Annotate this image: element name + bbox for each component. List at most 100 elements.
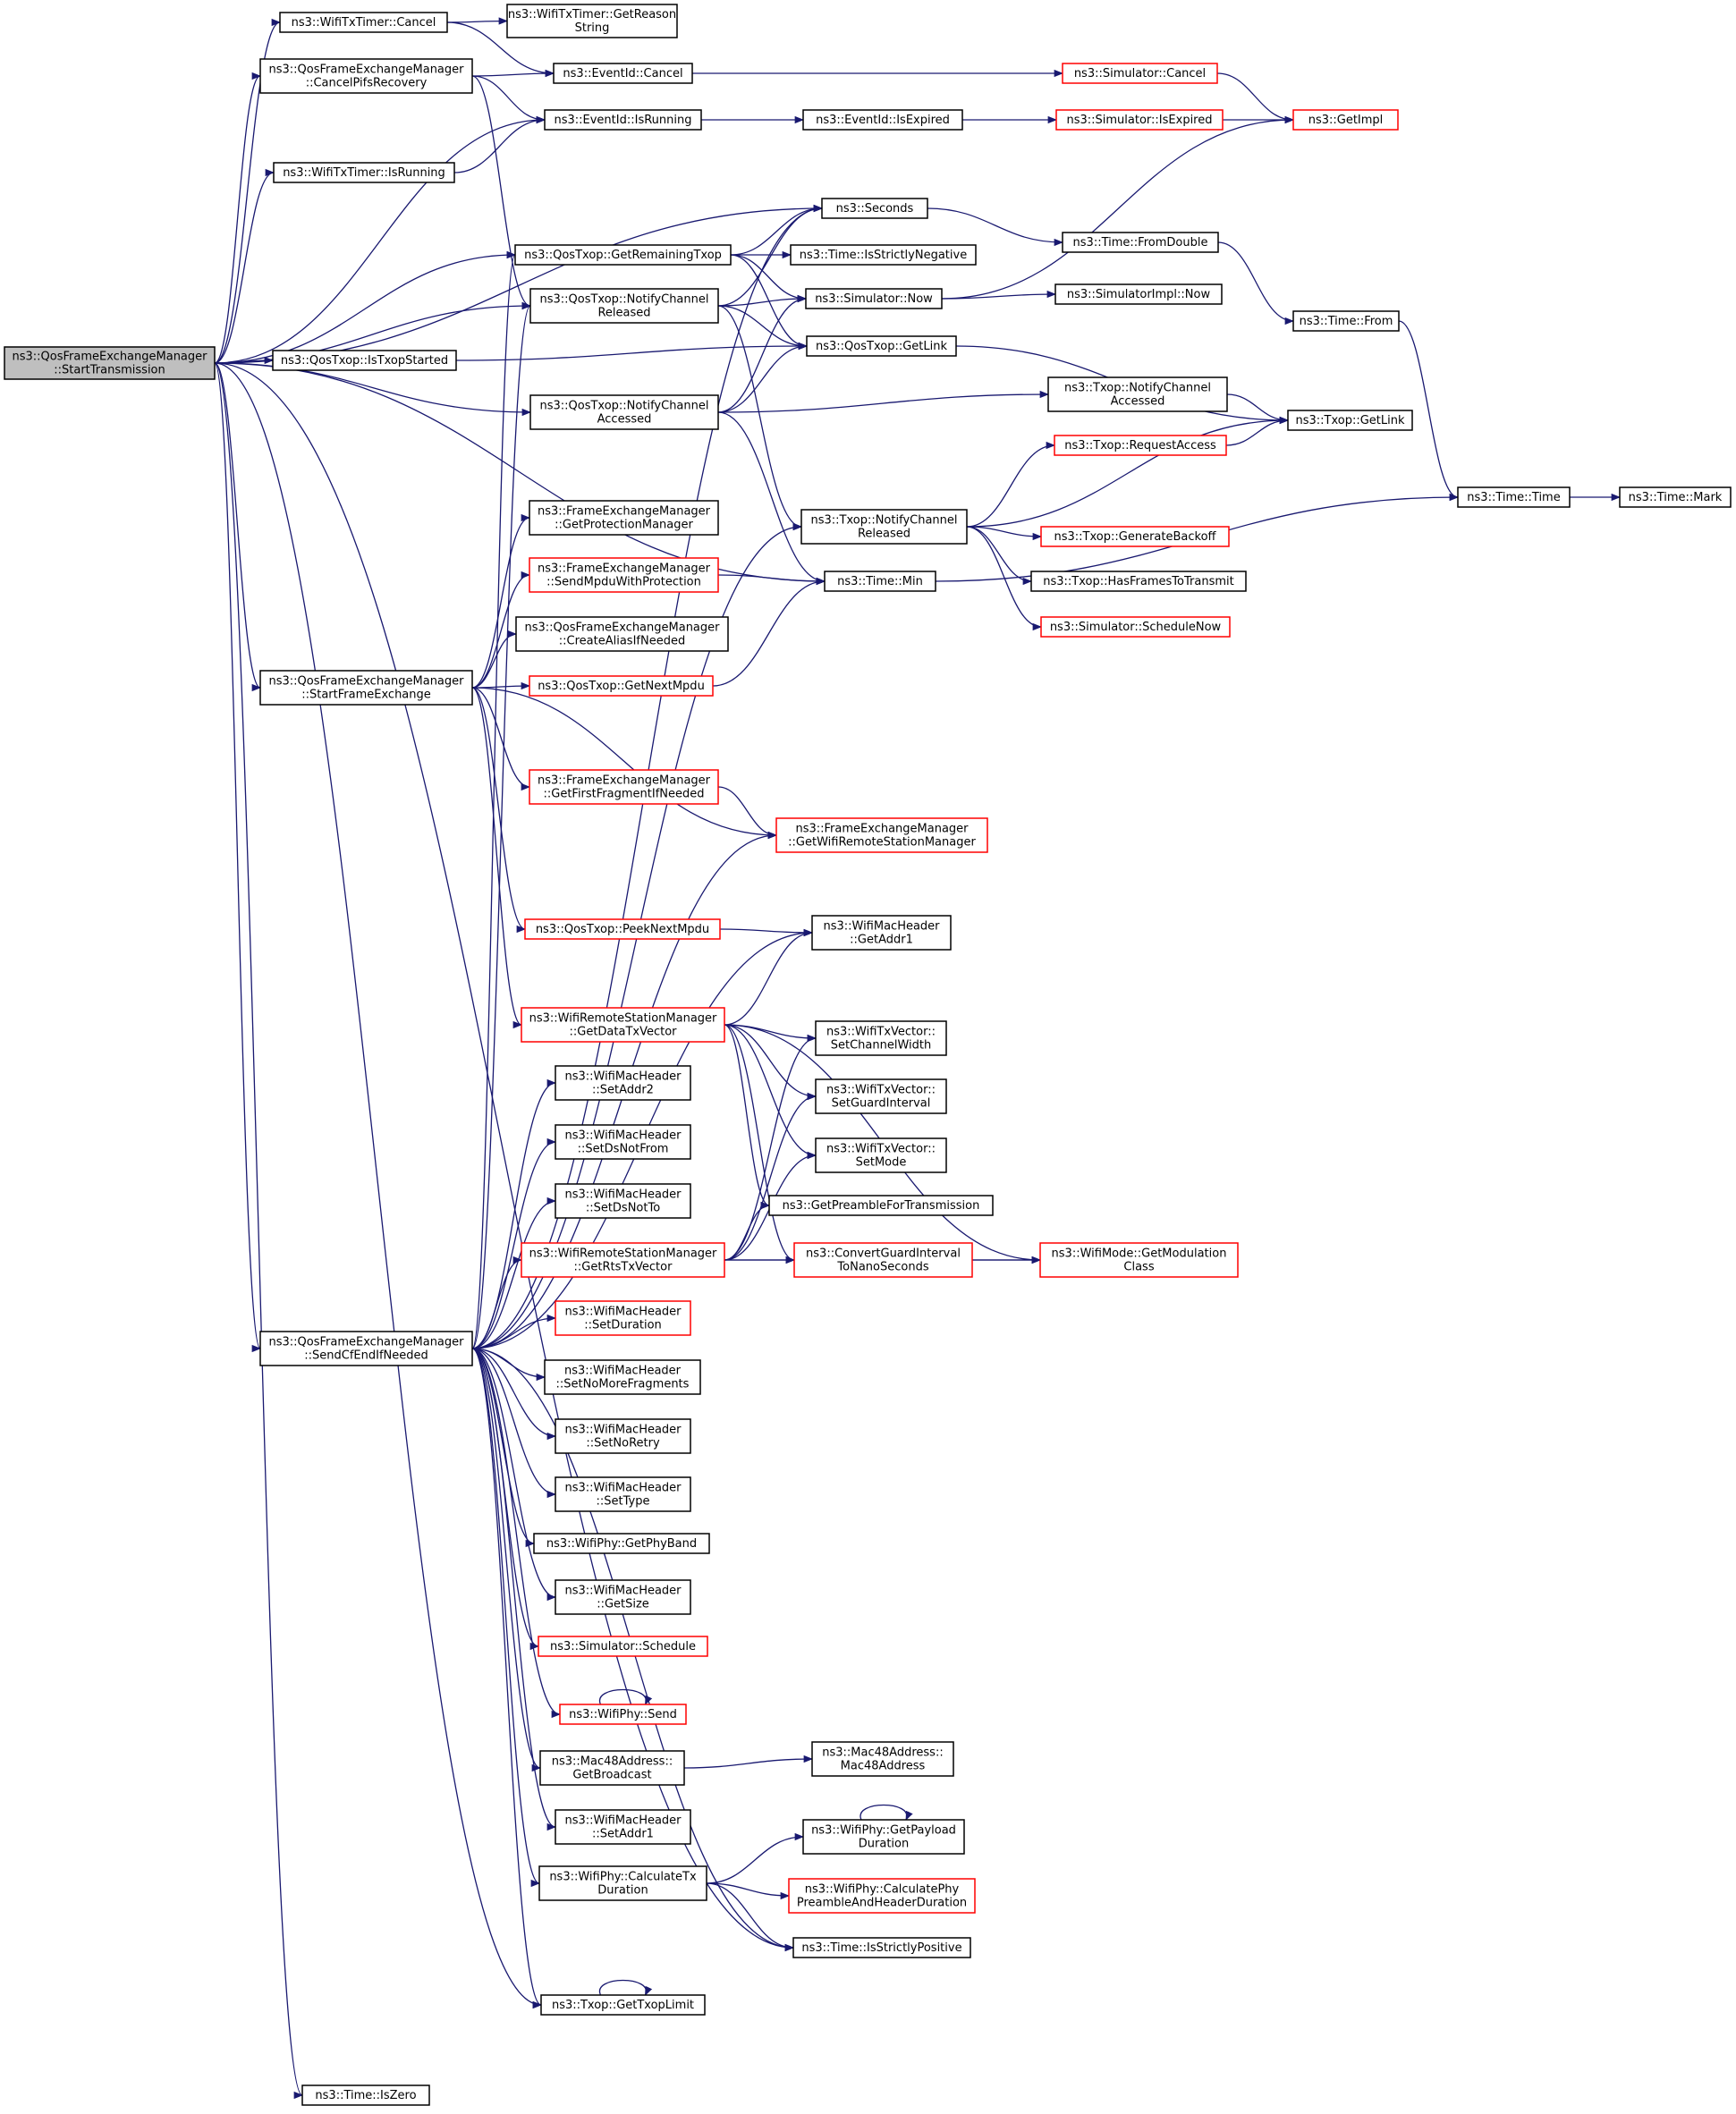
edge-sendcfend-to-setaddr2 bbox=[471, 1078, 557, 1349]
node-getdatatxvector[interactable]: ns3::WifiRemoteStationManager::GetDataTx… bbox=[521, 1007, 725, 1043]
node-box bbox=[1062, 63, 1218, 84]
node-box bbox=[555, 1579, 691, 1615]
node-setdsnotto[interactable]: ns3::WifiMacHeader::SetDsNotTo bbox=[555, 1183, 691, 1219]
edge-sendcfend-to-setaddr1 bbox=[471, 1348, 557, 1831]
node-setduration[interactable]: ns3::WifiMacHeader::SetDuration bbox=[555, 1300, 691, 1336]
node-sim_schedule[interactable]: ns3::Simulator::Schedule bbox=[538, 1636, 708, 1657]
node-label: SetGuardInterval bbox=[832, 1097, 931, 1111]
node-sendmpdu[interactable]: ns3::FrameExchangeManager::SendMpduWithP… bbox=[529, 557, 719, 593]
node-label: ns3::QosFrameExchangeManager bbox=[524, 622, 720, 635]
node-box bbox=[821, 198, 928, 219]
node-time_from[interactable]: ns3::Time::From bbox=[1292, 310, 1400, 332]
node-getprotectionmgr[interactable]: ns3::FrameExchangeManager::GetProtection… bbox=[529, 500, 719, 536]
node-setdsnotfrom[interactable]: ns3::WifiMacHeader::SetDsNotFrom bbox=[555, 1124, 691, 1160]
node-peeknextmpdu[interactable]: ns3::QosTxop::PeekNextMpdu bbox=[524, 918, 721, 940]
node-setaddr1[interactable]: ns3::WifiMacHeader::SetAddr1 bbox=[555, 1809, 691, 1845]
node-settype[interactable]: ns3::WifiMacHeader::SetType bbox=[555, 1476, 691, 1512]
node-wifiphy_send[interactable]: ns3::WifiPhy::Send bbox=[559, 1704, 687, 1725]
node-wifitxtimer_cancel[interactable]: ns3::WifiTxTimer::Cancel bbox=[279, 12, 448, 33]
node-getrtstxvector[interactable]: ns3::WifiRemoteStationManager::GetRtsTxV… bbox=[521, 1242, 725, 1278]
node-label: ::GetRtsTxVector bbox=[574, 1261, 673, 1274]
node-sendcfend[interactable]: ns3::QosFrameExchangeManager::SendCfEndI… bbox=[259, 1331, 473, 1366]
edge-root-to-wifitxtimer_cancel bbox=[214, 18, 282, 364]
node-setnomorefrag[interactable]: ns3::WifiMacHeader::SetNoMoreFragments bbox=[544, 1359, 701, 1395]
node-label: ::SetNoMoreFragments bbox=[556, 1378, 690, 1391]
node-setguardinterval[interactable]: ns3::WifiTxVector::SetGuardInterval bbox=[815, 1078, 947, 1114]
node-gettxoplimit[interactable]: ns3::Txop::GetTxopLimit bbox=[540, 1994, 706, 2016]
node-label: ns3::Txop::HasFramesToTransmit bbox=[1043, 575, 1233, 588]
node-box bbox=[792, 1937, 971, 1958]
node-label: ns3::Simulator::ScheduleNow bbox=[1050, 621, 1222, 634]
node-createalias[interactable]: ns3::QosFrameExchangeManager::CreateAlia… bbox=[515, 616, 729, 652]
node-wifitxtimer_isrunning[interactable]: ns3::WifiTxTimer::IsRunning bbox=[273, 162, 455, 183]
node-root[interactable]: ns3::QosFrameExchangeManager::StartTrans… bbox=[4, 346, 216, 380]
node-getaddr1[interactable]: ns3::WifiMacHeader::GetAddr1 bbox=[811, 915, 952, 951]
node-eventid_isrunning[interactable]: ns3::EventId::IsRunning bbox=[544, 109, 702, 131]
node-time_mark[interactable]: ns3::Time::Mark bbox=[1619, 486, 1732, 508]
node-setaddr2[interactable]: ns3::WifiMacHeader::SetAddr2 bbox=[555, 1065, 691, 1101]
node-box bbox=[521, 1242, 725, 1278]
node-generatebackoff[interactable]: ns3::Txop::GenerateBackoff bbox=[1040, 526, 1230, 547]
node-istxopstarted[interactable]: ns3::QosTxop::IsTxopStarted bbox=[272, 350, 457, 371]
node-getremainingtxop[interactable]: ns3::QosTxop::GetRemainingTxop bbox=[514, 244, 732, 266]
node-getfirstfragment[interactable]: ns3::FrameExchangeManager::GetFirstFragm… bbox=[529, 769, 719, 805]
node-sim_isexpired[interactable]: ns3::Simulator::IsExpired bbox=[1055, 109, 1224, 131]
node-getpreamble[interactable]: ns3::GetPreambleForTransmission bbox=[768, 1195, 994, 1216]
node-iszero[interactable]: ns3::Time::IsZero bbox=[301, 2084, 430, 2106]
node-setmode[interactable]: ns3::WifiTxVector::SetMode bbox=[815, 1137, 947, 1173]
node-getsize[interactable]: ns3::WifiMacHeader::GetSize bbox=[555, 1579, 691, 1615]
node-mac48address[interactable]: ns3::Mac48Address::Mac48Address bbox=[811, 1741, 954, 1777]
node-box bbox=[1040, 526, 1230, 547]
edge-sendmpdu-to-time_min bbox=[717, 574, 826, 586]
edge-sendcfend-to-getrtstxvector bbox=[471, 1256, 523, 1349]
node-getwifiremote[interactable]: ns3::FrameExchangeManager::GetWifiRemote… bbox=[775, 817, 988, 853]
node-hasframes[interactable]: ns3::Txop::HasFramesToTransmit bbox=[1030, 571, 1247, 592]
node-box bbox=[514, 244, 732, 266]
node-eventid_isexpired[interactable]: ns3::EventId::IsExpired bbox=[802, 109, 963, 131]
node-box bbox=[4, 346, 216, 380]
node-simimpl_now[interactable]: ns3::SimulatorImpl::Now bbox=[1054, 283, 1223, 305]
node-sim_cancel[interactable]: ns3::Simulator::Cancel bbox=[1062, 63, 1218, 84]
node-label: ns3::Time::Mark bbox=[1629, 491, 1723, 504]
node-fromdouble[interactable]: ns3::Time::FromDouble bbox=[1062, 232, 1219, 253]
node-isstrictlynegative[interactable]: ns3::Time::IsStrictlyNegative bbox=[790, 244, 977, 266]
node-box bbox=[788, 1878, 976, 1914]
node-eventid_cancel[interactable]: ns3::EventId::Cancel bbox=[553, 63, 693, 84]
node-label: ::SetNoRetry bbox=[586, 1437, 660, 1450]
node-isstrictlypositive[interactable]: ns3::Time::IsStrictlyPositive bbox=[792, 1937, 971, 1958]
node-seconds[interactable]: ns3::Seconds bbox=[821, 198, 928, 219]
node-requestaccess[interactable]: ns3::Txop::RequestAccess bbox=[1054, 435, 1227, 456]
node-cancelpifs[interactable]: ns3::QosFrameExchangeManager::CancelPifs… bbox=[259, 58, 473, 94]
node-calcphypreamble[interactable]: ns3::WifiPhy::CalculatePhyPreambleAndHea… bbox=[788, 1878, 976, 1914]
node-setchannelwidth[interactable]: ns3::WifiTxVector::SetChannelWidth bbox=[815, 1020, 947, 1056]
node-setnoretry[interactable]: ns3::WifiMacHeader::SetNoRetry bbox=[555, 1418, 691, 1454]
node-qos_getlink[interactable]: ns3::QosTxop::GetLink bbox=[806, 335, 957, 357]
edge-getrtstxvector-to-getpreamble bbox=[724, 1201, 771, 1261]
node-label: ns3::WifiMacHeader bbox=[564, 1129, 682, 1143]
node-getphyband[interactable]: ns3::WifiPhy::GetPhyBand bbox=[533, 1533, 710, 1554]
node-schedulenow[interactable]: ns3::Simulator::ScheduleNow bbox=[1040, 616, 1231, 638]
node-txop_getlink[interactable]: ns3::Txop::GetLink bbox=[1287, 410, 1413, 431]
node-getimpl[interactable]: ns3::GetImpl bbox=[1292, 109, 1399, 131]
node-label: ::SetAddr2 bbox=[592, 1084, 654, 1097]
node-time_time[interactable]: ns3::Time::Time bbox=[1457, 486, 1571, 508]
node-getbroadcast[interactable]: ns3::Mac48Address::GetBroadcast bbox=[539, 1750, 685, 1786]
node-startframeexchange[interactable]: ns3::QosFrameExchangeManager::StartFrame… bbox=[259, 670, 473, 706]
node-box bbox=[506, 4, 678, 38]
edge-qos_notifyaccessed-to-time_min bbox=[717, 411, 826, 586]
node-label: ns3::FrameExchangeManager bbox=[538, 774, 711, 788]
node-time_min[interactable]: ns3::Time::Min bbox=[824, 571, 936, 592]
node-getnextmpdu[interactable]: ns3::QosTxop::GetNextMpdu bbox=[529, 675, 714, 697]
node-box bbox=[1040, 616, 1231, 638]
node-label: ns3::WifiPhy::CalculateTx bbox=[549, 1871, 697, 1884]
node-sim_now[interactable]: ns3::Simulator::Now bbox=[805, 288, 943, 309]
